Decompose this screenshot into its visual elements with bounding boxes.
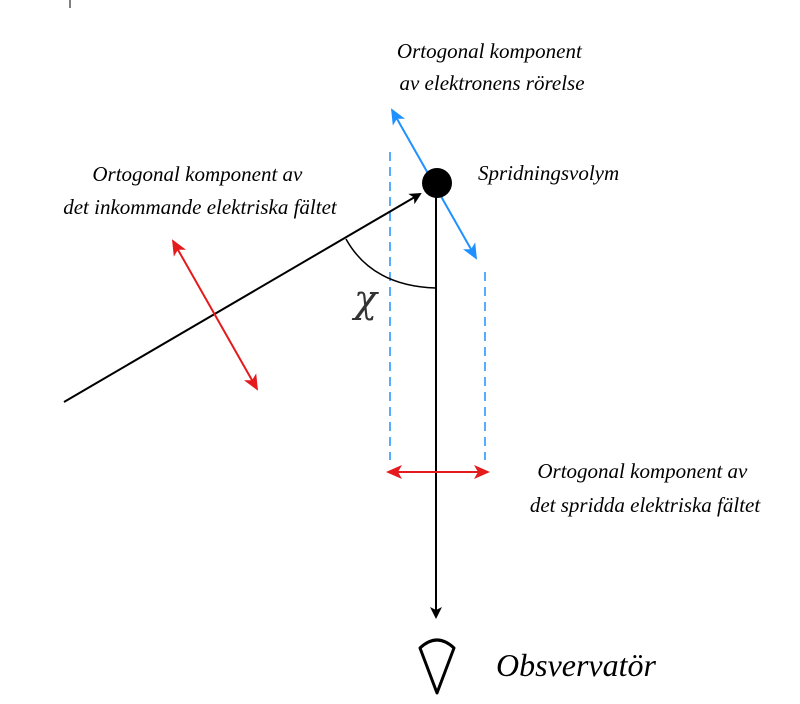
scattered-field-label: Ortogonal komponent av det spridda elekt… <box>530 459 762 517</box>
angle-chi-label: χ <box>351 277 379 321</box>
scattered-field-label-line1: Ortogonal komponent av <box>537 459 748 483</box>
electron-motion-label: Ortogonal komponent av elektronens rörel… <box>397 39 587 95</box>
electron-motion-label-line1: Ortogonal komponent <box>397 39 583 63</box>
incoming-field-label-line1: Ortogonal komponent av <box>92 162 303 186</box>
incoming-field-arrow <box>172 239 258 391</box>
scattering-volume-dot <box>422 168 452 198</box>
incoming-field-label-line2: det inkommande elektriska fältet <box>63 195 338 219</box>
electron-motion-label-line2: av elektronens rörelse <box>399 71 584 95</box>
angle-arc <box>345 238 437 289</box>
scattered-field-label-line2: det spridda elektriska fältet <box>530 493 762 517</box>
eye-triangle-icon <box>418 638 456 695</box>
scattering-volume-label: Spridningsvolym <box>478 161 619 185</box>
incoming-field-label: Ortogonal komponent av det inkommande el… <box>63 162 338 219</box>
observer-label: Obsvervatör <box>496 647 657 683</box>
